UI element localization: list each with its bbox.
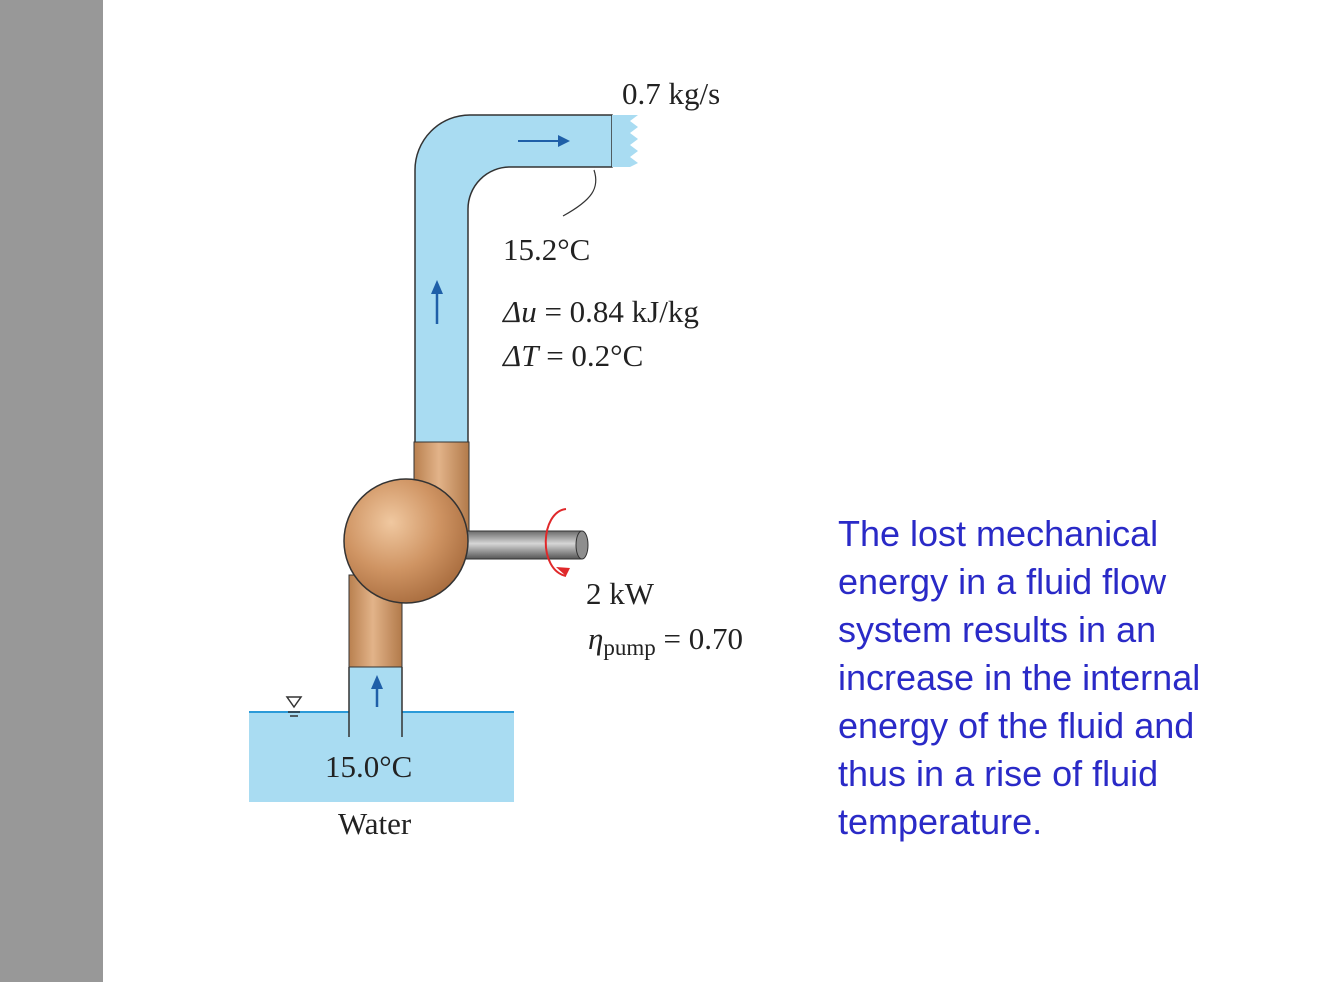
flow-arrow-inlet-icon xyxy=(371,675,383,707)
temperature-leader-line xyxy=(562,169,597,217)
suction-pipe xyxy=(348,667,403,737)
inlet-temperature-label: 15.0°C xyxy=(325,749,413,784)
mass-flow-label: 0.7 kg/s xyxy=(622,76,721,111)
pump-efficiency-label: ηpump = 0.70 xyxy=(588,623,743,659)
eta-value: = 0.70 xyxy=(655,621,744,656)
pump-shaft xyxy=(465,530,589,560)
delta-t-symbol: ΔT xyxy=(503,338,539,373)
explanation-caption: The lost mechanical energy in a fluid fl… xyxy=(838,513,1201,842)
delta-t-label: ΔT = 0.2°C xyxy=(503,340,643,371)
rotation-arrow-icon xyxy=(544,508,570,577)
delta-t-value: = 0.2°C xyxy=(538,338,644,373)
fluid-label: Water xyxy=(338,806,412,841)
flow-arrow-outlet-icon xyxy=(518,135,570,147)
pump-body xyxy=(343,478,469,604)
discharge-pipe xyxy=(414,114,613,447)
outlet-temperature-label: 15.2°C xyxy=(503,232,591,267)
eta-subscript: pump xyxy=(603,635,656,660)
pipe-outlet-jet xyxy=(612,115,638,167)
eta-symbol: η xyxy=(588,621,604,656)
power-label: 2 kW xyxy=(586,576,655,611)
left-side-bar xyxy=(0,0,103,982)
delta-u-value: = 0.84 kJ/kg xyxy=(536,294,699,329)
water-level-icon xyxy=(285,696,303,717)
delta-u-label: Δu = 0.84 kJ/kg xyxy=(503,296,699,327)
delta-u-symbol: Δu xyxy=(503,294,537,329)
flow-arrow-up-icon xyxy=(431,280,443,324)
